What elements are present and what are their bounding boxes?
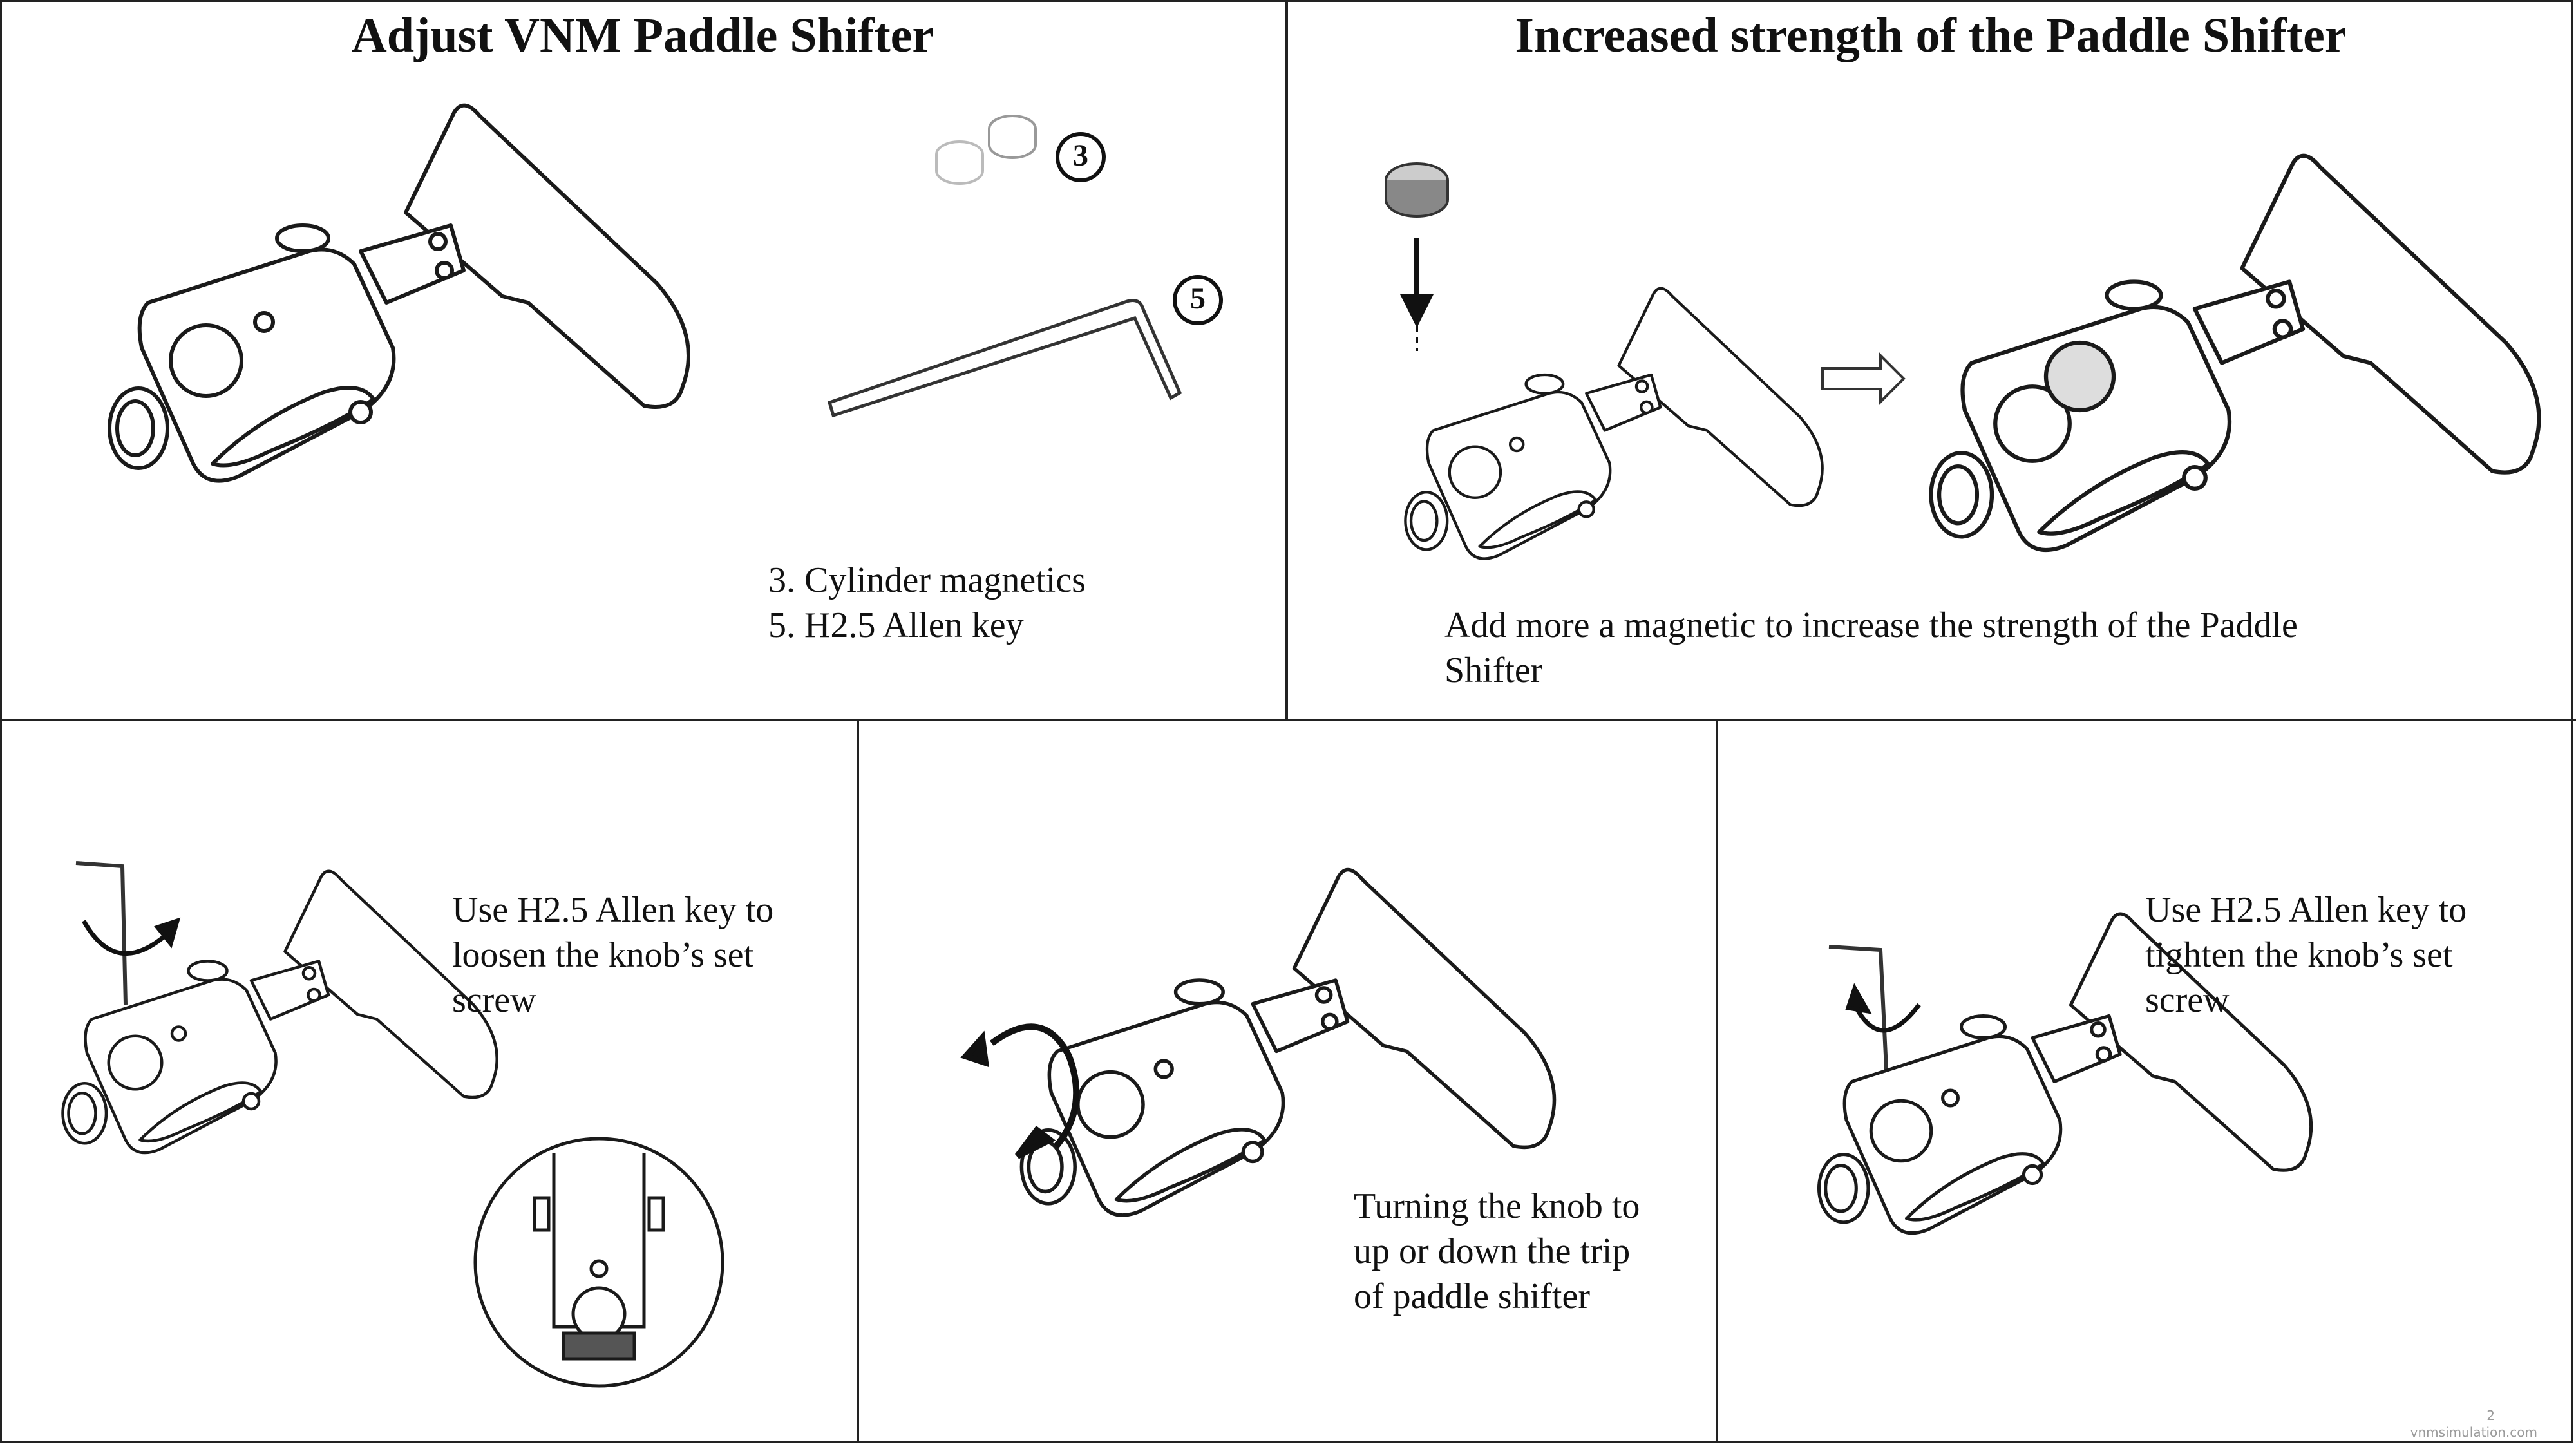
paddle-shifter-illustration [63, 871, 497, 1153]
tighten-instruction: Use H2.5 Allen key to tighten the knob’s… [2145, 887, 2544, 1023]
callout-5-label: 5 [1186, 279, 1209, 318]
knob-closeup-icon [475, 1139, 723, 1386]
parts-list: 3. Cylinder magnetics 5. H2.5 Allen key [768, 558, 1086, 648]
turn-knob-instruction: Turning the knob to up or down the trip … [1354, 1184, 1701, 1319]
rotate-arrow-icon [84, 921, 177, 954]
parts-list-item: 3. Cylinder magnetics [768, 558, 1086, 603]
paddle-shifter-illustration [109, 106, 688, 481]
paddle-shifter-illustration [1931, 156, 2539, 550]
strength-description: Add more a magnetic to increase the stre… [1444, 603, 2475, 693]
parts-list-item: 5. H2.5 Allen key [768, 603, 1086, 648]
page-number: 2 [2447, 1408, 2495, 1423]
loosen-instruction: Use H2.5 Allen key to loosen the knob’s … [452, 887, 851, 1023]
arrow-down-icon [1404, 238, 1430, 351]
magnet-icon [936, 116, 1036, 184]
paddle-shifter-illustration [1021, 870, 1554, 1215]
allen-key-icon [76, 863, 126, 1005]
allen-key-icon [829, 301, 1180, 416]
arrow-right-icon [1823, 355, 1904, 402]
paddle-shifter-illustration [1405, 289, 1822, 559]
magnet-icon [1386, 164, 1448, 216]
callout-3-label: 3 [1069, 137, 1092, 175]
footer-site: vnmsimulation.com [2344, 1425, 2537, 1440]
